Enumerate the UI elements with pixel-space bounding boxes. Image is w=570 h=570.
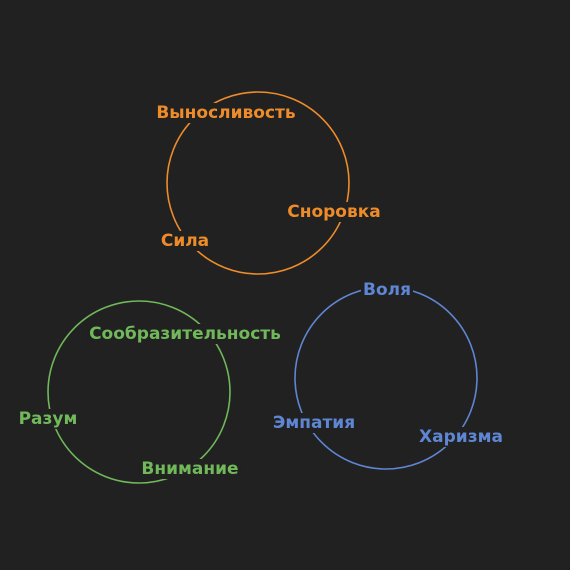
- label-empathy: Эмпатия: [270, 413, 358, 433]
- label-wits: Сообразительность: [87, 324, 283, 344]
- label-dexterity: Сноровка: [285, 202, 383, 222]
- label-willpower: Воля: [360, 280, 414, 300]
- green-cycle-ring: [47, 300, 231, 484]
- label-perception: Внимание: [139, 459, 241, 479]
- label-charisma: Харизма: [417, 427, 505, 447]
- label-strength: Сила: [158, 231, 212, 251]
- orange-cycle-ring: [166, 91, 350, 275]
- label-intellect: Разум: [16, 409, 80, 429]
- label-endurance: Выносливость: [154, 103, 298, 123]
